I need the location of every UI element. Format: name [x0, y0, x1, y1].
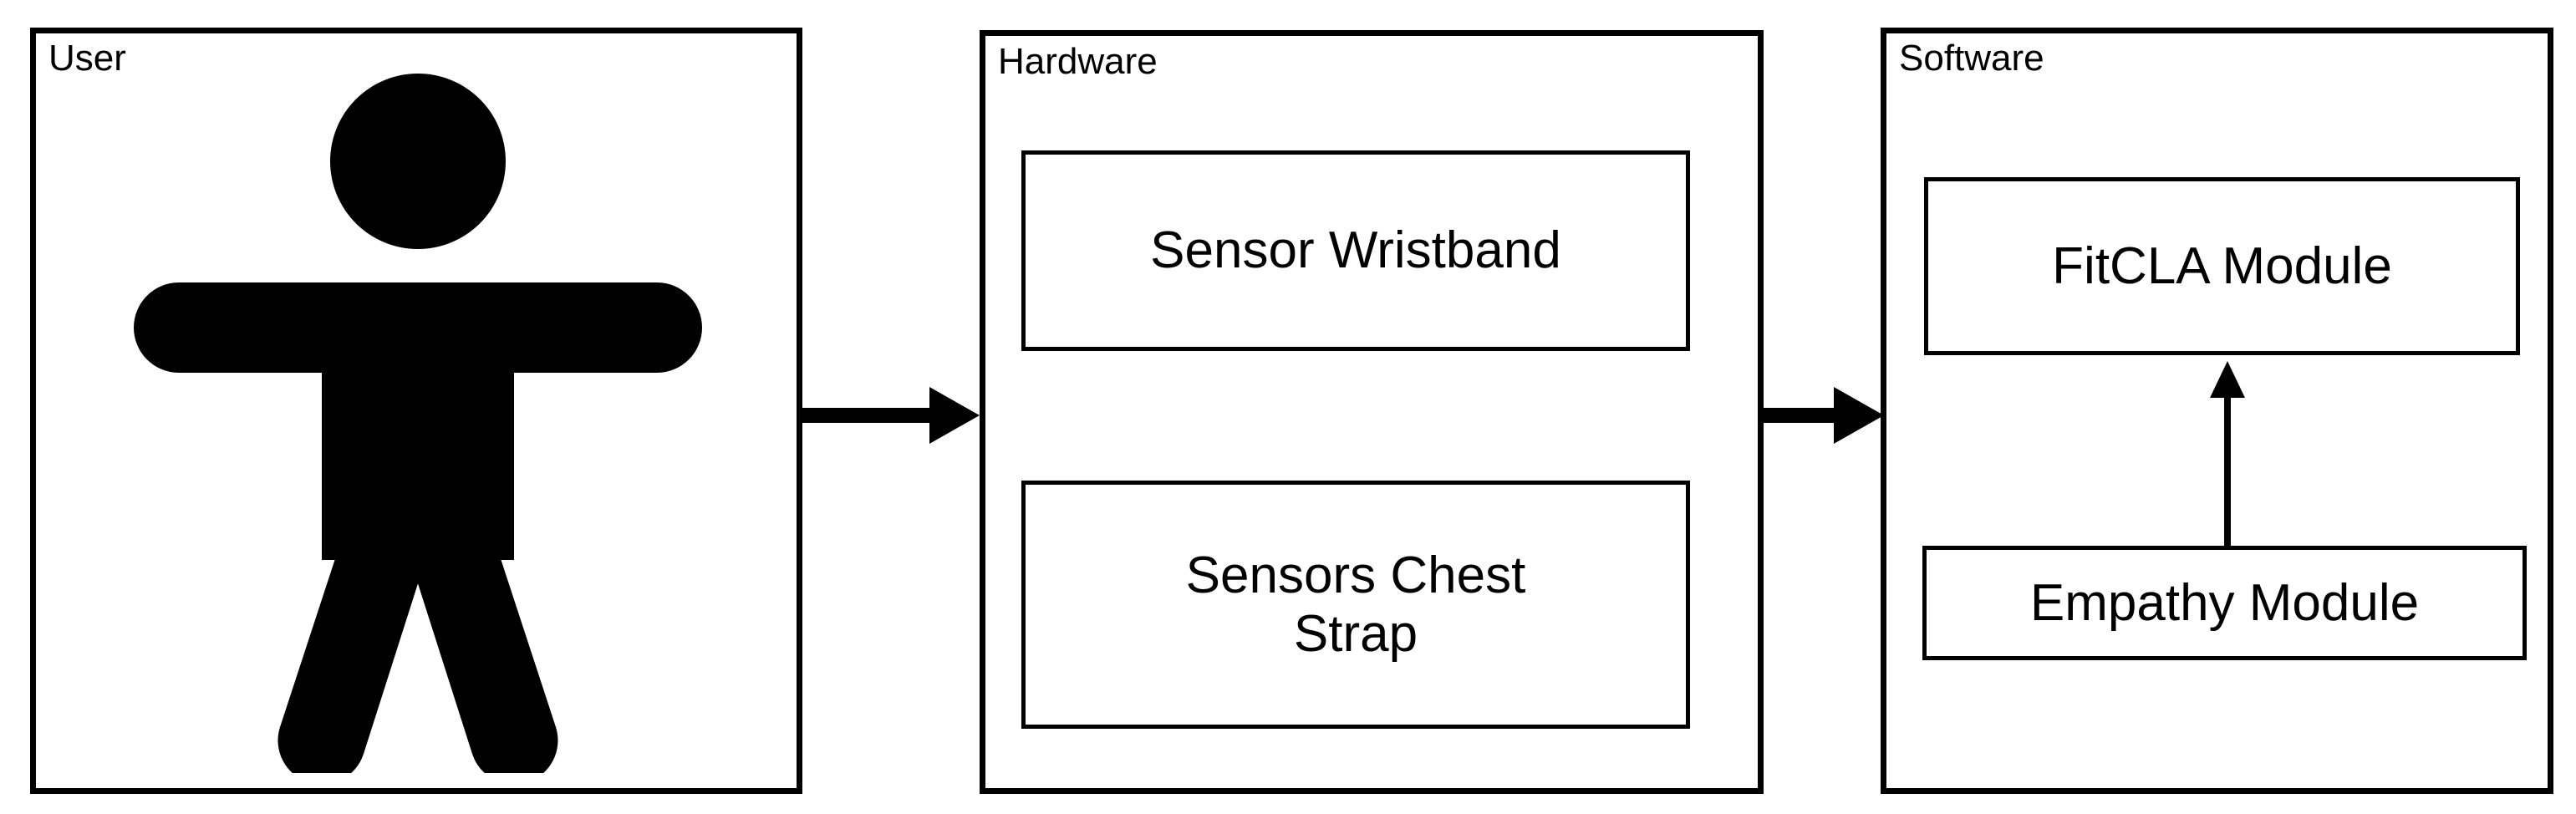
- module-label-sensor-wristband: Sensor Wristband: [1150, 221, 1561, 280]
- arrow-head: [1834, 387, 1884, 444]
- group-box-software[interactable]: [1881, 28, 2553, 794]
- group-label-hardware: Hardware: [998, 41, 1158, 82]
- group-label-user: User: [48, 38, 126, 79]
- module-label-empathy-module: Empathy Module: [2029, 573, 2420, 632]
- arrow-shaft: [802, 408, 936, 423]
- module-label-fitcla-module: FitCLA Module: [2052, 237, 2392, 295]
- group-label-software: Software: [1899, 38, 2044, 79]
- person-icon: [134, 74, 702, 773]
- arrow-head: [929, 387, 980, 444]
- arrow-shaft: [1764, 408, 1840, 423]
- module-box-fitcla-module[interactable]: FitCLA Module: [1924, 177, 2520, 355]
- module-box-sensor-wristband[interactable]: Sensor Wristband: [1021, 150, 1690, 351]
- module-box-empathy-module[interactable]: Empathy Module: [1922, 546, 2527, 660]
- arrow-shaft: [2224, 394, 2231, 546]
- arrow-head: [2210, 361, 2245, 398]
- module-box-sensors-chest-strap[interactable]: Sensors Chest Strap: [1021, 481, 1690, 729]
- module-label-sensors-chest-strap: Sensors Chest Strap: [1185, 547, 1526, 663]
